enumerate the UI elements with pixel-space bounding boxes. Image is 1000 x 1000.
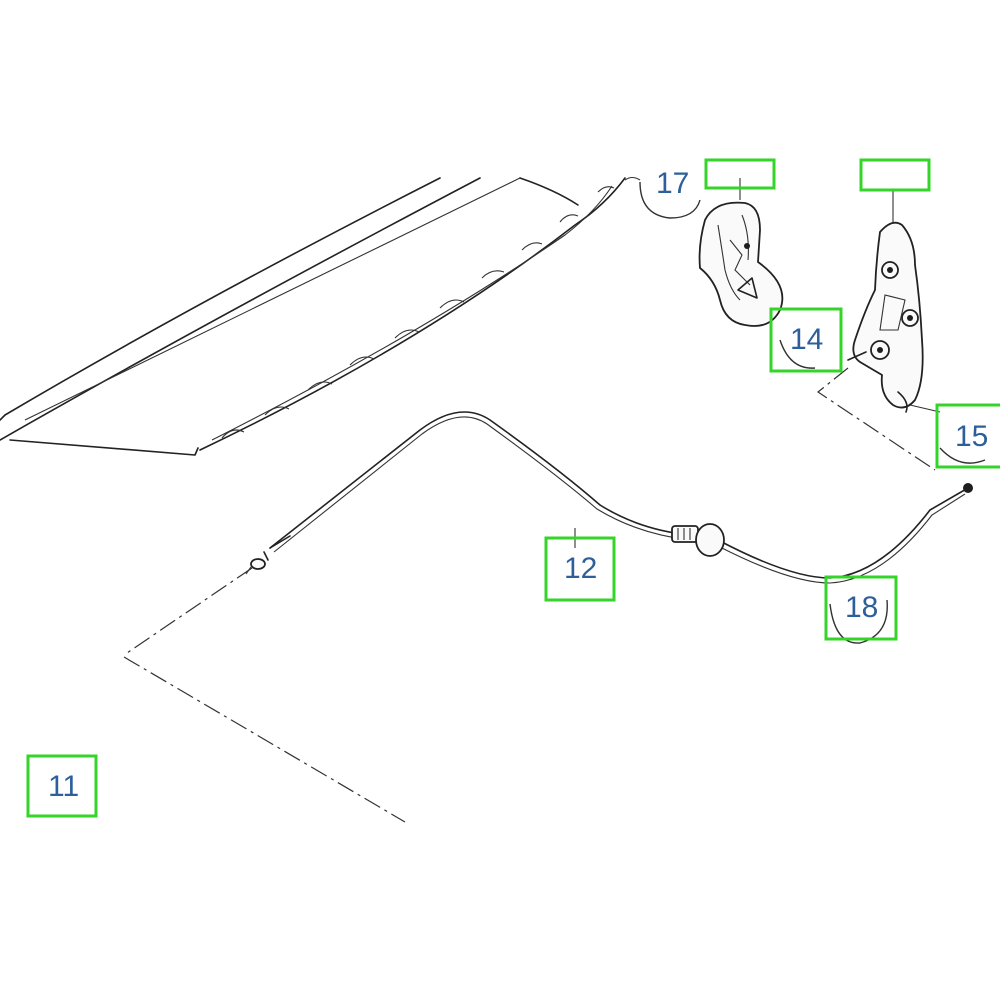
callout-17: 17 bbox=[656, 158, 931, 200]
callout-box-18 bbox=[824, 575, 898, 641]
callout-box-17-right bbox=[704, 158, 776, 190]
callout-label-12: 12 bbox=[564, 552, 597, 585]
callout-box-14 bbox=[769, 307, 843, 373]
callout-box-11 bbox=[26, 754, 98, 818]
hood-edge-bumps bbox=[221, 186, 615, 439]
hinge-right-part bbox=[847, 221, 924, 413]
hinge-left-part bbox=[698, 201, 784, 327]
callout-label-15: 15 bbox=[955, 420, 988, 453]
callout-box-15 bbox=[935, 403, 1000, 469]
callout-15: 15 bbox=[935, 403, 1000, 469]
hood-panel bbox=[0, 176, 641, 456]
reference-lines bbox=[123, 367, 936, 823]
callout-box-12 bbox=[544, 536, 616, 602]
release-cable bbox=[245, 411, 973, 584]
callout-18: 18 bbox=[824, 575, 898, 641]
callout-box-top-right bbox=[859, 158, 931, 192]
callout-14: 14 bbox=[769, 307, 843, 373]
callout-label-18: 18 bbox=[845, 591, 878, 624]
callout-label-11: 11 bbox=[48, 770, 79, 803]
callout-label-14: 14 bbox=[790, 323, 823, 356]
callout-11: 11 bbox=[26, 754, 98, 818]
callout-12: 12 bbox=[544, 536, 616, 602]
callout-label-17: 17 bbox=[656, 167, 689, 200]
